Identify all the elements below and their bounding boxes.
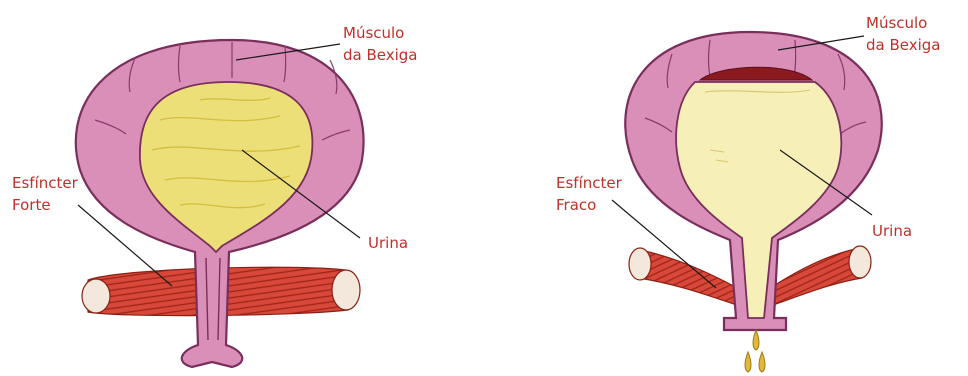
urine-leak-drops: [745, 330, 765, 372]
left-sphincter-label-line2: Forte: [12, 196, 51, 214]
left-muscle-label-line2: da Bexiga: [343, 46, 418, 64]
right-muscle-label-line2: da Bexiga: [866, 36, 941, 54]
left-sphincter-label-line1: Esfíncter: [12, 174, 79, 192]
left-muscle-label-line1: Músculo: [343, 24, 404, 42]
right-muscle-label-line1: Músculo: [866, 14, 927, 32]
right-urine-label: Urina: [872, 222, 912, 240]
right-bladder-diagram: [625, 32, 881, 372]
left-urine-label: Urina: [368, 234, 408, 252]
left-bladder-diagram: [76, 40, 364, 367]
right-sphincter-label-line1: Esfíncter: [556, 174, 623, 192]
right-sphincter-label-line2: Fraco: [556, 196, 596, 214]
